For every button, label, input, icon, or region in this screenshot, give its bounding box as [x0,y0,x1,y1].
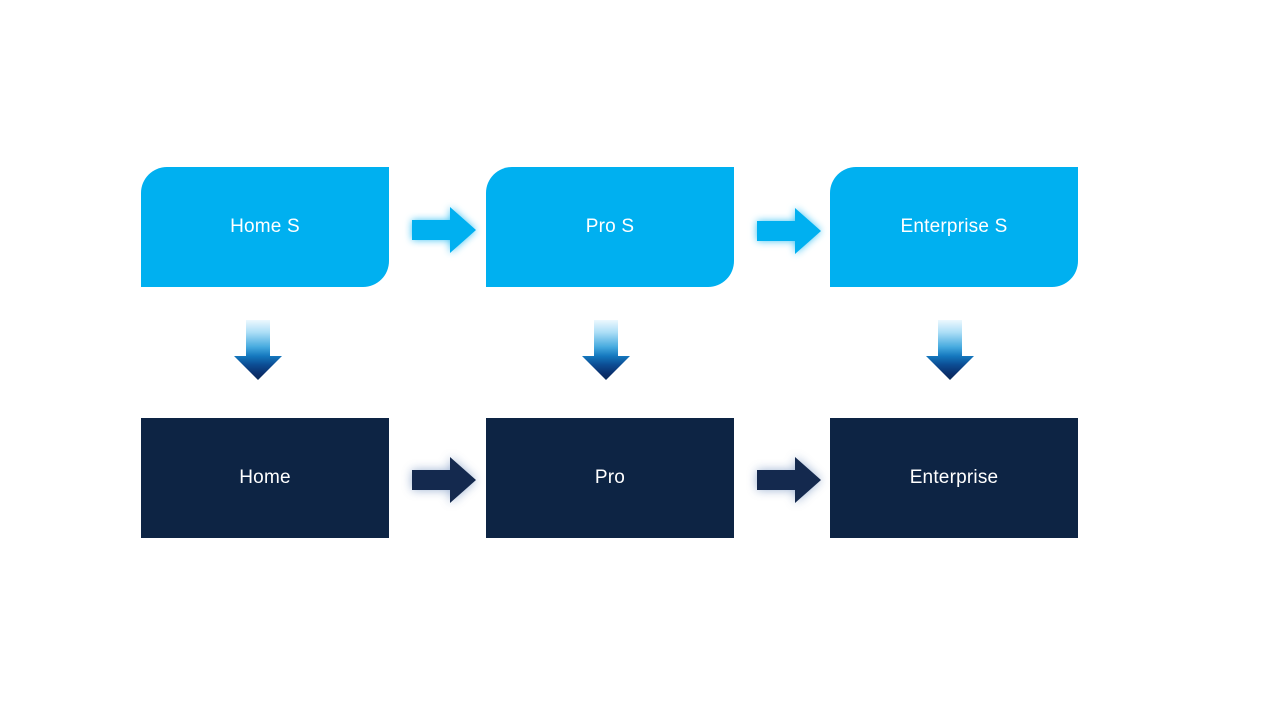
box-enterprise-s: Enterprise S [830,167,1078,287]
box-home-label: Home [239,467,291,488]
box-enterprise-label: Enterprise [909,467,999,488]
box-enterprise: Enterprise [830,418,1078,538]
box-enterprise-s-label: Enterprise S [900,216,1008,237]
box-pro: Pro [486,418,734,538]
right-arrow-icon [757,457,821,503]
right-arrow-icon [757,208,821,254]
box-pro-s-label: Pro S [585,216,635,237]
down-arrow-icon [926,320,974,380]
box-home-s: Home S [141,167,389,287]
right-arrow-icon [412,457,476,503]
down-arrow-icon [234,320,282,380]
box-pro-label: Pro [594,467,626,488]
box-home-s-label: Home S [230,216,300,237]
box-pro-s: Pro S [486,167,734,287]
down-arrow-icon [582,320,630,380]
right-arrow-icon [412,207,476,253]
box-home: Home [141,418,389,538]
